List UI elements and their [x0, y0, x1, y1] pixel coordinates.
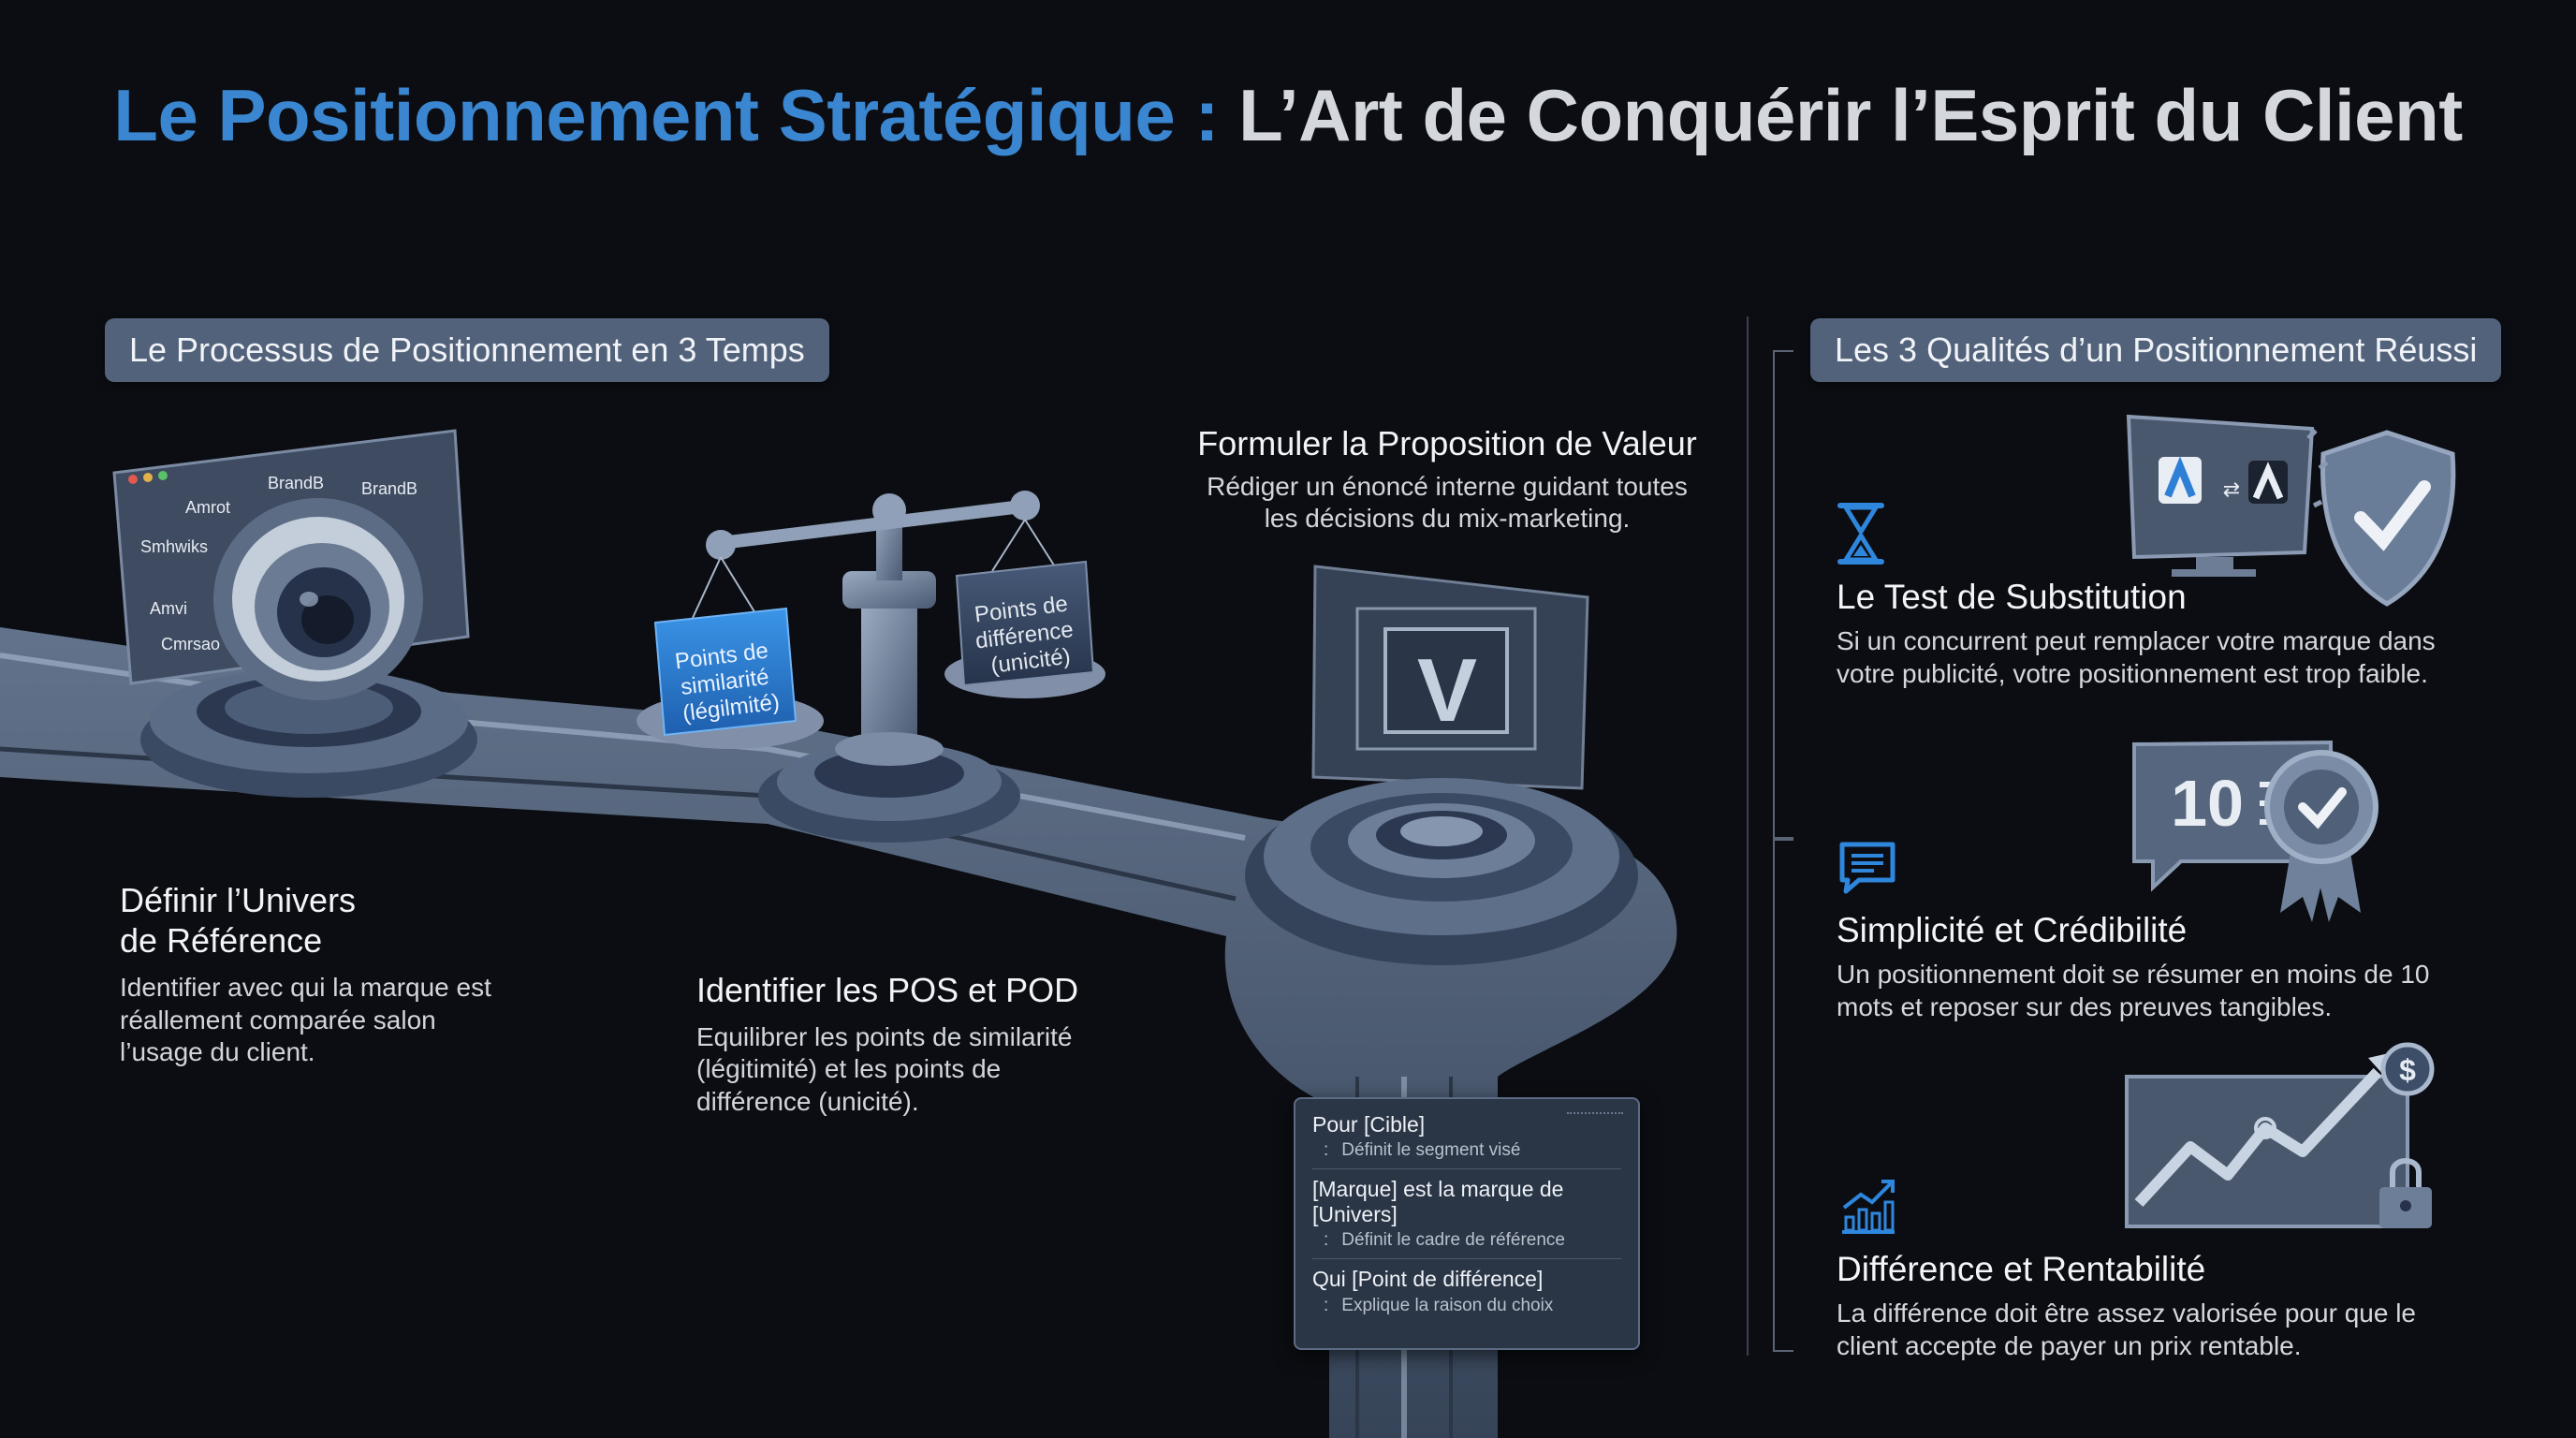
value-proposition-template-card: Pour [Cible] :Définit le segment visé [M…	[1294, 1097, 1640, 1350]
substitution-illustration: ⇄	[2126, 414, 2456, 607]
template-row-brand: [Marque] est la marque de [Univers] :Déf…	[1312, 1177, 1621, 1260]
bracket-bottom	[1773, 839, 1793, 1352]
profit-illustration: $	[2125, 1042, 2435, 1228]
growth-chart-icon	[1842, 1180, 1895, 1234]
screen-letter: V	[1417, 640, 1477, 741]
quality-1-description: Si un concurrent peut remplacer votre ma…	[1837, 626, 2436, 688]
quality-2: Simplicité et Crédibilité Un positionnem…	[1837, 910, 2510, 1023]
quality-1-title: Le Test de Substitution	[1837, 578, 2187, 616]
quality-3-description: La différence doit être assez valorisée …	[1837, 1299, 2416, 1360]
step-3: Formuler la Proposition de Valeur Rédige…	[1157, 423, 1737, 536]
page-title: Le Positionnement Stratégique : L’Art de…	[0, 73, 2576, 158]
step-1-title: Définir l’Univers de Référence	[120, 881, 357, 961]
step-3-description: Rédiger un énoncé interne guidant toutes…	[1207, 472, 1688, 534]
monitor-brand-4: Smhwiks	[140, 537, 208, 556]
quality-3: Différence et Rentabilité La différence …	[1837, 1249, 2510, 1362]
monitor-brand-1: BrandB	[268, 474, 324, 492]
process-section-pill: Le Processus de Positionnement en 3 Temp…	[105, 318, 829, 382]
qualities-section-pill: Les 3 Qualités d’un Positionnement Réuss…	[1810, 318, 2502, 382]
quality-2-title: Simplicité et Crédibilité	[1837, 911, 2188, 949]
quality-3-title: Différence et Rentabilité	[1837, 1250, 2206, 1288]
monitor-brand-2: BrandB	[361, 479, 417, 498]
monitor-brand-6: Cmrsao	[161, 635, 220, 653]
card-dots	[1567, 1112, 1623, 1122]
bracket-top	[1773, 350, 1793, 839]
template-row-difference: Qui [Point de différence] :Explique la r…	[1312, 1267, 1554, 1315]
quality-1: Le Test de Substitution Si un concurrent…	[1837, 577, 2510, 690]
step-1: Définir l’Univers de Référence Identifie…	[120, 880, 607, 1068]
brand-monitor: BrandB BrandB Amrot Smhwiks Amvi Cmrsao	[112, 429, 470, 700]
step-2: Identifier les POS et POD Equilibrer les…	[696, 970, 1183, 1118]
hourglass-icon	[1837, 503, 1884, 565]
speech-bubble-icon	[1839, 842, 1895, 894]
template-row-target: Pour [Cible] :Définit le segment visé	[1312, 1112, 1621, 1170]
monitor-brand-3: Amrot	[185, 498, 230, 517]
svg-text:⇄: ⇄	[2223, 478, 2240, 502]
quality-2-description: Un positionnement doit se résumer en moi…	[1837, 960, 2430, 1021]
coin-symbol: $	[2399, 1053, 2416, 1087]
balance-scale: Points de similarité (légilmité) Points …	[637, 491, 1105, 843]
simplicity-illustration: 10	[2132, 740, 2378, 922]
step-1-description: Identifier avec qui la marque est réalle…	[120, 973, 491, 1066]
step-3-title: Formuler la Proposition de Valeur	[1197, 424, 1697, 462]
section-divider	[1747, 316, 1749, 1356]
badge-number: 10	[2171, 767, 2244, 840]
title-accent: Le Positionnement Stratégique :	[113, 74, 1219, 156]
svg-text:Points de similarité: Points de similarité (légilmité)	[674, 638, 783, 726]
value-hub: V	[1245, 565, 1638, 965]
step-2-description: Equilibrer les points de similarité (lég…	[696, 1022, 1073, 1116]
monitor-brand-5: Amvi	[150, 599, 187, 618]
step-2-title: Identifier les POS et POD	[696, 971, 1079, 1009]
title-main: L’Art de Conquérir l’Esprit du Client	[1238, 74, 2463, 156]
